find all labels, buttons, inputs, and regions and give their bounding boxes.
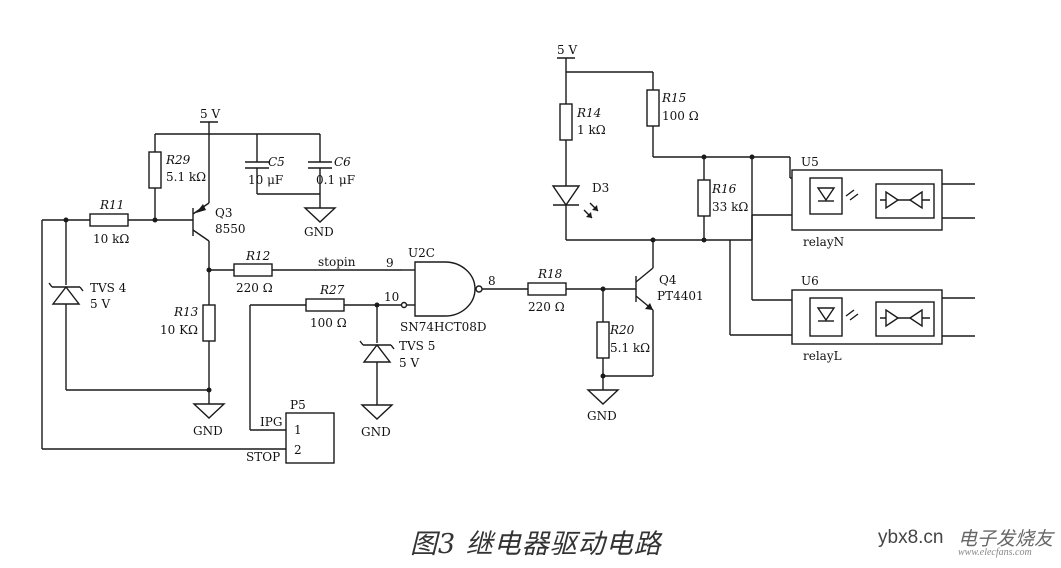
p5-pin1: 1 bbox=[294, 423, 302, 437]
c6-value: 0.1 μF bbox=[316, 173, 355, 187]
u2c-ref: U2C bbox=[408, 246, 435, 260]
r15-ref: R15 bbox=[661, 91, 686, 105]
tvs5-ref: TVS 5 bbox=[399, 339, 435, 353]
c5-capacitor bbox=[245, 134, 269, 194]
c5-ref: C5 bbox=[268, 155, 285, 169]
r15-resistor bbox=[646, 89, 660, 127]
gnd-symbol-r13 bbox=[192, 403, 226, 419]
r12-resistor bbox=[233, 263, 273, 277]
u5-ref: U5 bbox=[801, 155, 819, 169]
r15-value: 100 Ω bbox=[662, 109, 699, 123]
r12-value: 220 Ω bbox=[236, 281, 273, 295]
p5-sig-ipg: IPG bbox=[260, 415, 282, 429]
vcc-left: 5 V bbox=[200, 107, 220, 134]
r27-ref: R27 bbox=[319, 283, 345, 297]
u2c-and-gate bbox=[400, 261, 483, 317]
watermark-url: www.elecfans.com bbox=[958, 547, 1032, 558]
gnd-label-c6: GND bbox=[304, 225, 334, 239]
watermark-site: ybx8.cn bbox=[878, 527, 944, 548]
u6-optocoupler-icon bbox=[809, 297, 935, 337]
p5-pin2: 2 bbox=[294, 443, 302, 457]
gnd-symbol-tvs5 bbox=[360, 404, 394, 420]
p5-ref: P5 bbox=[290, 398, 306, 412]
r13-ref: R13 bbox=[173, 305, 199, 319]
u6-name: relayL bbox=[803, 349, 842, 363]
tvs4-value: 5 V bbox=[90, 297, 110, 311]
vcc-right-label: 5 V bbox=[557, 43, 577, 57]
gnd-label-r20: GND bbox=[587, 409, 617, 423]
tvs4-ref: TVS 4 bbox=[90, 281, 127, 295]
c6-ref: C6 bbox=[334, 155, 351, 169]
r13-value: 10 KΩ bbox=[160, 323, 198, 337]
q3-ref: Q3 bbox=[215, 206, 232, 220]
gnd-symbol-c6 bbox=[303, 207, 337, 223]
q3-transistor bbox=[192, 202, 210, 242]
gnd-label-tvs5: GND bbox=[361, 425, 391, 439]
u2c-pin-a: 9 bbox=[386, 256, 394, 270]
gnd-label-r13: GND bbox=[193, 424, 223, 438]
tvs5-value: 5 V bbox=[399, 356, 419, 370]
r18-value: 220 Ω bbox=[528, 300, 565, 314]
r18-resistor bbox=[527, 282, 567, 296]
vcc-right: 5 V bbox=[557, 43, 577, 72]
r29-resistor bbox=[148, 151, 162, 189]
q4-part: PT4401 bbox=[657, 289, 704, 303]
u6-ref: U6 bbox=[801, 274, 819, 288]
c5-value: 10 μF bbox=[248, 173, 283, 187]
net-stopin: stopin bbox=[318, 255, 356, 269]
q4-transistor bbox=[635, 267, 654, 311]
q3-part: 8550 bbox=[215, 222, 246, 236]
r18-ref: R18 bbox=[537, 267, 563, 281]
tvs5-diode bbox=[359, 340, 395, 363]
u2c-part: SN74HCT08D bbox=[400, 320, 487, 334]
u5-optocoupler-icon bbox=[809, 177, 935, 219]
r27-resistor bbox=[305, 298, 345, 312]
watermark-brand: 电子发烧友 bbox=[958, 529, 1054, 550]
vcc-left-label: 5 V bbox=[200, 107, 220, 121]
r11-ref: R11 bbox=[99, 198, 124, 212]
r11-resistor bbox=[89, 213, 129, 227]
p5-sig-stop: STOP bbox=[246, 450, 280, 464]
r20-resistor bbox=[596, 321, 610, 359]
figure-caption: 图3 继电器驱动电路 bbox=[410, 529, 662, 560]
r13-resistor bbox=[202, 304, 216, 342]
r11-value: 10 kΩ bbox=[93, 232, 129, 246]
u2c-pin-b: 10 bbox=[384, 290, 399, 304]
r12-ref: R12 bbox=[245, 249, 270, 263]
r16-ref: R16 bbox=[711, 182, 737, 196]
c6-capacitor bbox=[308, 134, 332, 208]
p5-connector bbox=[285, 412, 335, 464]
r16-value: 33 kΩ bbox=[712, 200, 748, 214]
r29-ref: R29 bbox=[165, 153, 191, 167]
u5-name: relayN bbox=[803, 235, 844, 249]
r14-ref: R14 bbox=[576, 106, 601, 120]
r20-value: 5.1 kΩ bbox=[610, 341, 650, 355]
r20-ref: R20 bbox=[609, 323, 635, 337]
tvs4-diode bbox=[48, 282, 84, 305]
gnd-symbol-r20 bbox=[586, 389, 620, 405]
u2c-pin-out: 8 bbox=[488, 274, 496, 288]
r14-resistor bbox=[559, 103, 573, 141]
r27-value: 100 Ω bbox=[310, 316, 347, 330]
q4-ref: Q4 bbox=[659, 273, 677, 287]
d3-ref: D3 bbox=[592, 181, 609, 195]
r16-resistor bbox=[697, 179, 711, 217]
r14-value: 1 kΩ bbox=[577, 123, 606, 137]
r29-value: 5.1 kΩ bbox=[166, 170, 206, 184]
